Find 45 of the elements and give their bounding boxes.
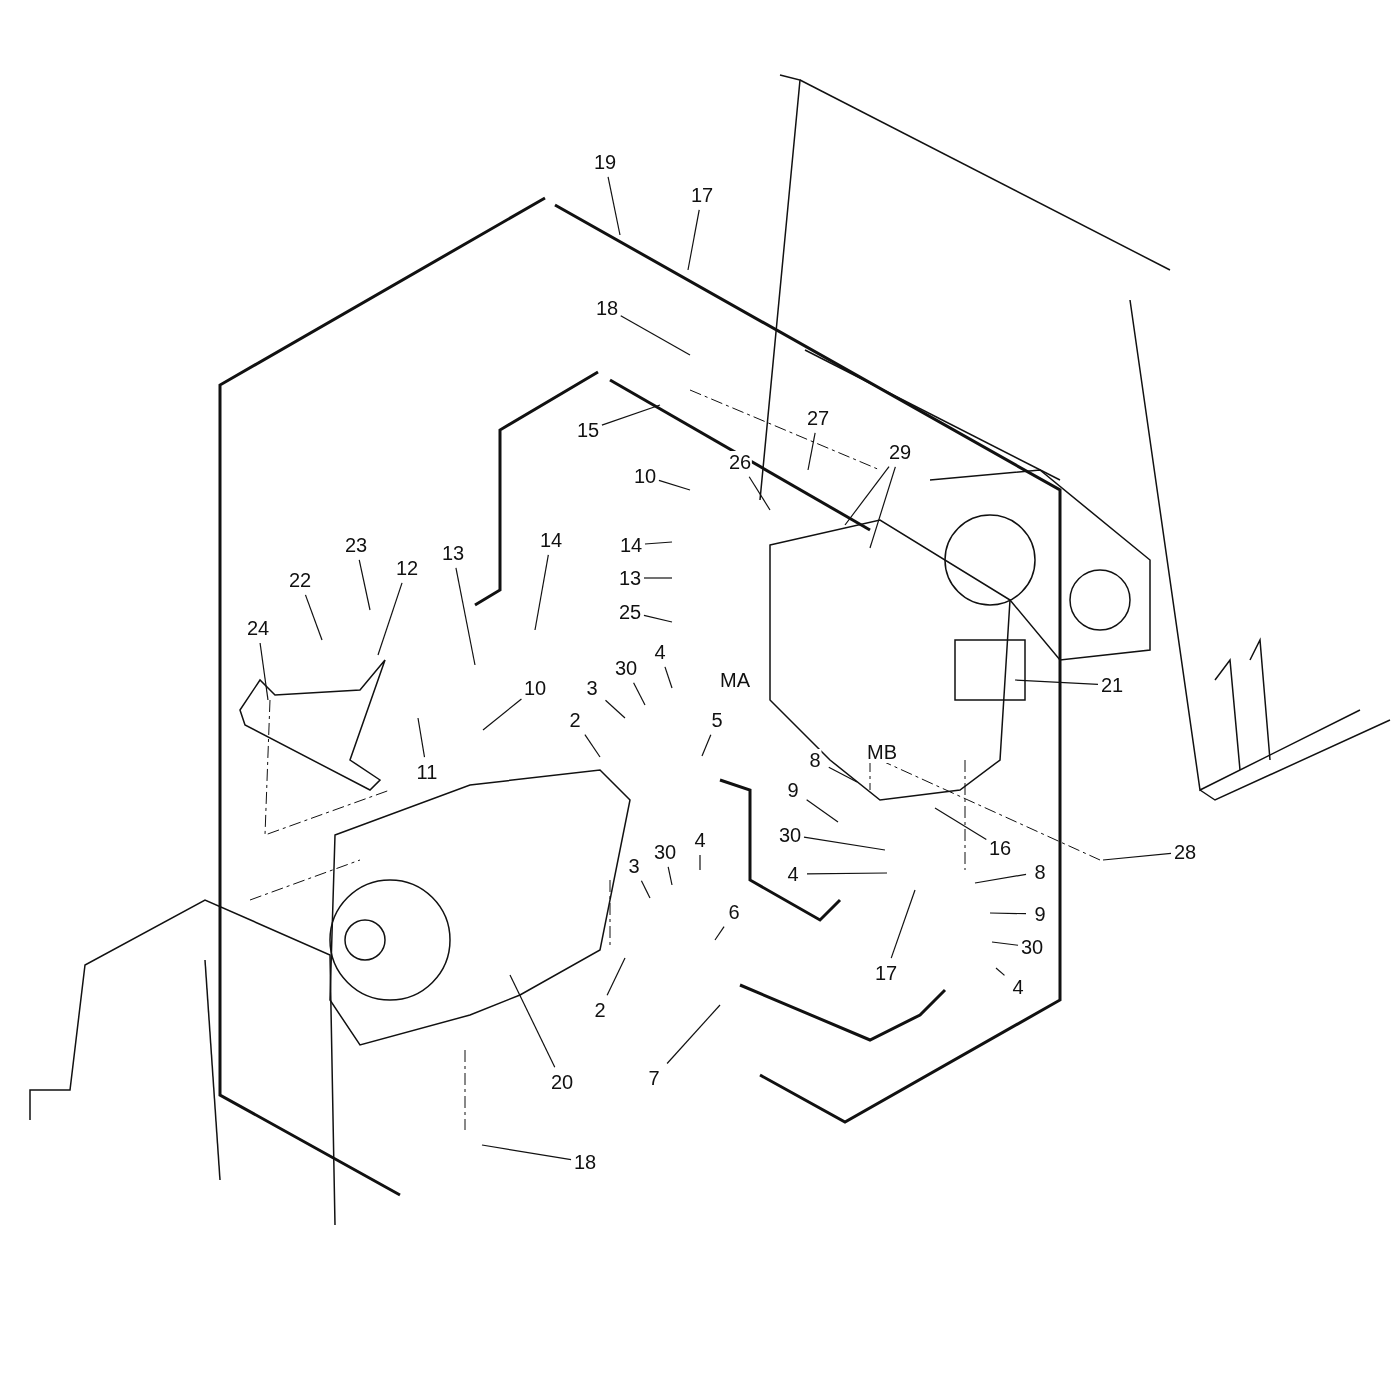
leader-line — [1014, 679, 1099, 685]
leader-line — [455, 567, 476, 666]
leader-line — [701, 734, 712, 757]
leader-line — [991, 941, 1019, 946]
leader-line — [601, 404, 661, 426]
leader-line — [417, 717, 426, 758]
leader-line — [259, 642, 269, 701]
leader-line — [806, 872, 888, 875]
leader-line — [995, 967, 1006, 976]
leader-line — [828, 766, 858, 783]
leader-line — [358, 559, 371, 611]
leader-line — [687, 209, 700, 271]
leader-line — [304, 594, 323, 641]
leader-line — [869, 466, 896, 549]
leader-line — [606, 957, 626, 996]
leader-line — [974, 873, 1027, 884]
leader-line — [481, 1144, 572, 1161]
leader-line — [534, 554, 549, 631]
leader-line — [807, 432, 816, 471]
leader-line — [806, 799, 839, 823]
leader-line — [607, 176, 621, 236]
leader-line — [643, 577, 673, 579]
leader-line — [509, 974, 556, 1068]
leader-line — [584, 734, 601, 758]
leader-line — [699, 854, 701, 871]
leader-line — [482, 698, 523, 731]
leader-line — [658, 479, 691, 491]
leader-line — [643, 614, 673, 623]
leader-line — [667, 866, 673, 886]
leader-line — [989, 912, 1027, 915]
leader-line — [644, 541, 673, 545]
leader-line — [803, 836, 886, 851]
leader-line — [748, 476, 771, 511]
leader-line — [604, 699, 626, 719]
leader-line — [890, 889, 916, 959]
leader-line — [934, 807, 987, 841]
leader-line — [844, 466, 890, 526]
leader-line — [666, 1004, 721, 1065]
leader-line — [664, 666, 673, 689]
leader-line — [640, 880, 651, 899]
leader-line — [377, 582, 403, 656]
leader-line — [633, 682, 646, 706]
leader-line — [620, 315, 691, 356]
leader-line — [714, 926, 725, 941]
leader-line — [1102, 852, 1172, 861]
